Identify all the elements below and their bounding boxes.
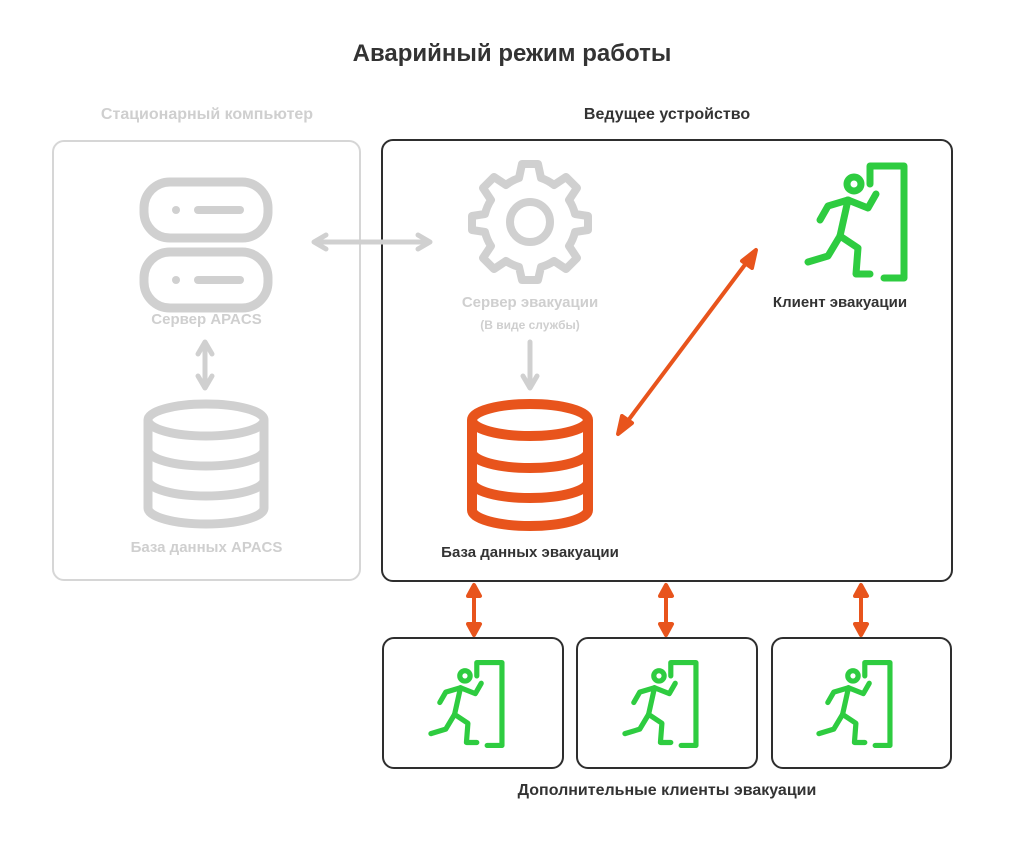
running-exit-icon — [431, 663, 502, 746]
lead-device-box — [381, 139, 953, 582]
running-exit-icon — [819, 663, 890, 746]
extra-clients-caption: Дополнительные клиенты эвакуации — [517, 782, 817, 799]
server-stack-icon — [139, 177, 273, 313]
extra-client-box-3 — [771, 637, 952, 769]
extra-client-box-1 — [382, 637, 564, 769]
server-apacs-label: Сервер APACS — [151, 311, 262, 328]
server-sync-arrow — [311, 232, 433, 252]
evacuation-client-label: Клиент эвакуации — [772, 294, 908, 311]
extra-client-box-2 — [576, 637, 758, 769]
lead-heading: Ведущее устройство — [583, 106, 751, 123]
database-icon — [467, 399, 593, 531]
extra-client-arrows — [466, 583, 869, 637]
server-to-db-arrow — [520, 339, 540, 391]
evacuation-server-label: Сервер эвакуации — [461, 294, 599, 311]
gear-icon — [468, 160, 592, 284]
db-client-arrow — [616, 248, 758, 436]
database-icon — [143, 399, 269, 529]
running-exit-icon — [625, 663, 696, 746]
stationary-computer-box — [52, 140, 361, 581]
database-apacs-label: База данных APACS — [130, 539, 283, 556]
evacuation-server-sublabel: (В виде службы) — [480, 318, 580, 332]
running-exit-icon — [808, 166, 904, 278]
apacs-link-arrow — [195, 339, 215, 391]
evacuation-db-label: База данных эвакуации — [441, 544, 619, 561]
stationary-heading: Стационарный компьютер — [100, 106, 314, 123]
page-title: Аварийный режим работы — [352, 40, 672, 67]
